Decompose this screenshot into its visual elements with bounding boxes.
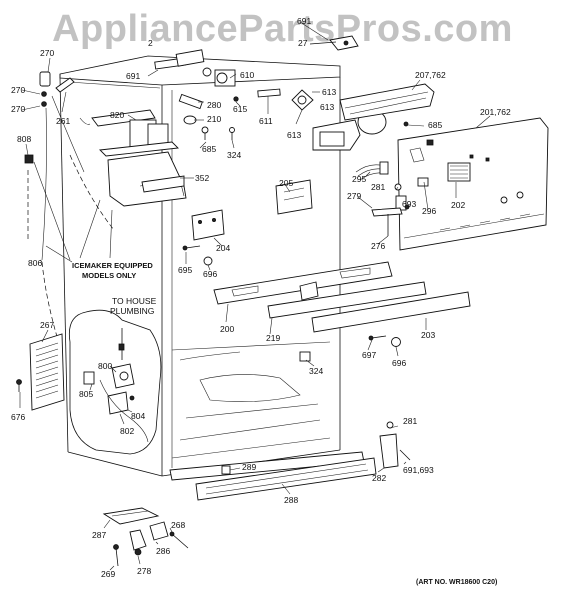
callout-label: 27 bbox=[298, 38, 308, 48]
cabinet-liner bbox=[59, 55, 341, 477]
callout-label: 280 bbox=[207, 100, 221, 110]
callout-label: 610 bbox=[240, 70, 254, 80]
callout-label: 219 bbox=[266, 333, 280, 343]
callout-label: 286 bbox=[156, 546, 170, 556]
evaporator-fan-assembly bbox=[291, 83, 435, 151]
callout-label: 267 bbox=[40, 320, 54, 330]
icemaker-note-line2: MODELS ONLY bbox=[82, 271, 136, 280]
callout-label: 691,693 bbox=[403, 465, 434, 475]
callout-label: 613 bbox=[320, 102, 334, 112]
callout-label: 295 bbox=[352, 174, 366, 184]
callout-label: 697 bbox=[362, 350, 376, 360]
callout-label: 203 bbox=[421, 330, 435, 340]
callout-label: 202 bbox=[451, 200, 465, 210]
callout-label: 207,762 bbox=[415, 70, 446, 80]
diagram-notes: ICEMAKER EQUIPPED MODELS ONLY TO HOUSE P… bbox=[72, 261, 497, 586]
callout-label: 289 bbox=[242, 462, 256, 472]
callout-label: 270 bbox=[11, 85, 25, 95]
shelf-rails bbox=[169, 179, 471, 501]
callout-label: 695 bbox=[178, 265, 192, 275]
callout-label: 296 bbox=[422, 206, 436, 216]
plumbing-note-line2: PLUMBING bbox=[110, 306, 154, 316]
callout-label: 800 bbox=[98, 361, 112, 371]
leader-lines bbox=[19, 21, 491, 571]
bottom-hardware bbox=[102, 507, 189, 567]
callout-label: 279 bbox=[347, 191, 361, 201]
callout-label: 270 bbox=[40, 48, 54, 58]
callout-label: 281 bbox=[403, 416, 417, 426]
callout-label: 210 bbox=[207, 114, 221, 124]
callout-label: 324 bbox=[309, 366, 323, 376]
callout-label: 613 bbox=[322, 87, 336, 97]
callout-label: 611 bbox=[259, 116, 273, 126]
callout-label: 685 bbox=[202, 144, 216, 154]
callout-label: 804 bbox=[131, 411, 145, 421]
callout-label: 2 bbox=[148, 38, 153, 48]
callout-label: 820 bbox=[110, 110, 124, 120]
callout-label: 281 bbox=[371, 182, 385, 192]
plumbing-detail-inset bbox=[68, 309, 162, 455]
callout-label: 696 bbox=[203, 269, 217, 279]
callout-label: 806 bbox=[28, 258, 42, 268]
callout-label: 691 bbox=[126, 71, 140, 81]
callout-label: 802 bbox=[120, 426, 134, 436]
icemaker-assembly bbox=[79, 109, 187, 207]
callout-label: 261 bbox=[56, 116, 70, 126]
callout-label: 204 bbox=[216, 243, 230, 253]
callout-label: 324 bbox=[227, 150, 241, 160]
callout-label: 696 bbox=[392, 358, 406, 368]
callout-label: 352 bbox=[195, 173, 209, 183]
back-cover-panel bbox=[397, 117, 549, 251]
callout-label: 205 bbox=[279, 178, 293, 188]
callout-label: 693 bbox=[402, 199, 416, 209]
callout-label: 685 bbox=[428, 120, 442, 130]
callout-labels: 270 270 270 261 691 2 691 27 610 615 280 820 210 685 3… bbox=[11, 16, 511, 579]
art-number: (ART NO. WR18600 C20) bbox=[416, 579, 497, 586]
fill-tube-and-water-line bbox=[24, 71, 115, 341]
callout-label: 270 bbox=[11, 104, 25, 114]
icemaker-note-line1: ICEMAKER EQUIPPED bbox=[72, 261, 153, 270]
callout-label: 808 bbox=[17, 134, 31, 144]
callout-label: 201,762 bbox=[480, 107, 511, 117]
callout-label: 278 bbox=[137, 566, 151, 576]
top-hardware bbox=[154, 35, 359, 140]
wiring-harness bbox=[355, 161, 410, 236]
callout-label: 282 bbox=[372, 473, 386, 483]
plumbing-note-line1: TO HOUSE bbox=[112, 296, 157, 306]
callout-label: 200 bbox=[220, 324, 234, 334]
callout-label: 276 bbox=[371, 241, 385, 251]
callout-label: 805 bbox=[79, 389, 93, 399]
access-panel-267 bbox=[16, 333, 65, 411]
callout-label: 287 bbox=[92, 530, 106, 540]
callout-label: 676 bbox=[11, 412, 25, 422]
callout-label: 691 bbox=[297, 16, 311, 26]
callout-label: 615 bbox=[233, 104, 247, 114]
callout-label: 268 bbox=[171, 520, 185, 530]
callout-label: 269 bbox=[101, 569, 115, 579]
callout-label: 288 bbox=[284, 495, 298, 505]
watermark: AppliancePartsPros.com bbox=[52, 8, 513, 50]
callout-label: 613 bbox=[287, 130, 301, 140]
